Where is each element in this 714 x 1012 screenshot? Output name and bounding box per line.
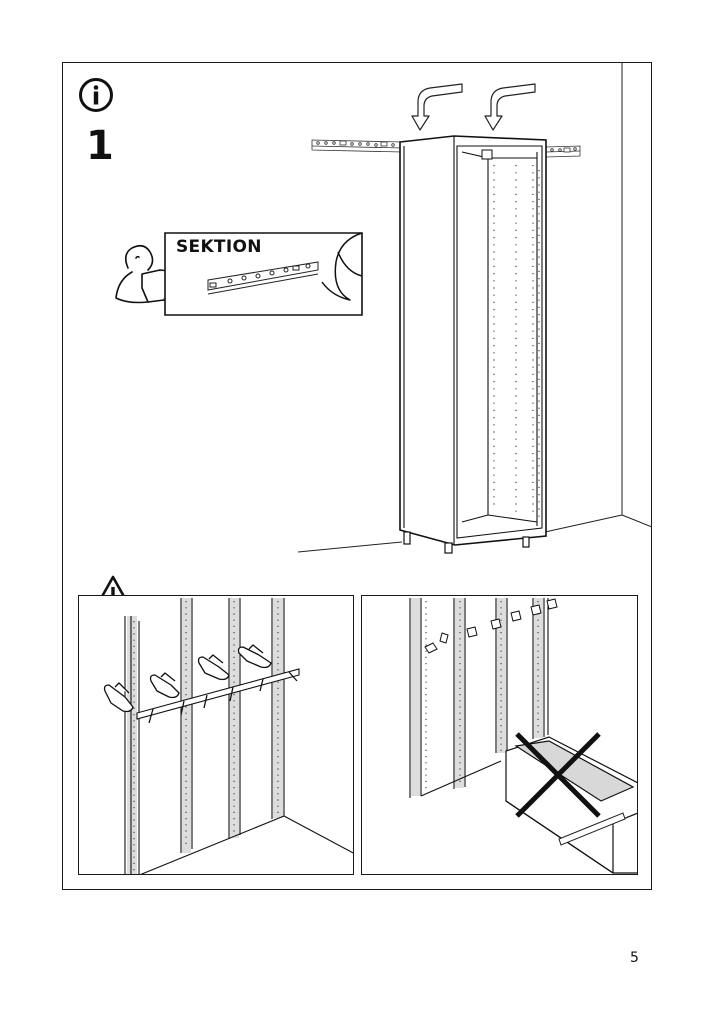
down-arrow-left	[411, 83, 463, 131]
reference-label: SEKTION	[176, 237, 262, 257]
correct-installation-panel	[78, 595, 354, 875]
cross-icon	[515, 732, 601, 818]
step-number: 1	[86, 123, 114, 169]
cabinet-legs	[403, 531, 530, 554]
cabinet-illustration	[297, 62, 652, 554]
reference-card	[115, 232, 363, 316]
page-number: 5	[630, 950, 639, 966]
correct-installation-illustration	[103, 598, 353, 874]
wall-rail-right	[545, 145, 581, 158]
card-rail	[207, 261, 319, 295]
wall-rail-left	[311, 139, 403, 153]
down-arrow-right	[484, 83, 536, 131]
cabinet-frame	[399, 135, 547, 546]
hand-icons	[103, 644, 272, 713]
incorrect-installation-illustration	[409, 598, 637, 874]
page-frame	[62, 62, 652, 890]
incorrect-installation-panel	[361, 595, 638, 875]
info-icon	[79, 78, 113, 112]
